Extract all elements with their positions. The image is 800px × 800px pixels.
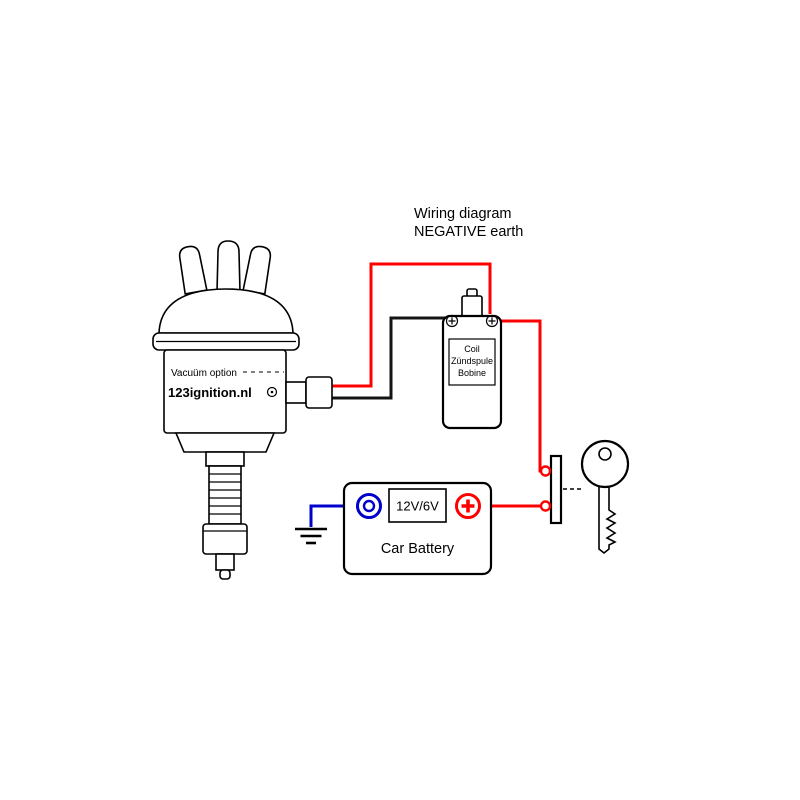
car-battery: 12V/6V Car Battery <box>342 481 493 576</box>
brand-label: 123ignition.nl <box>168 385 252 400</box>
shaft-end <box>215 553 235 571</box>
coil-label-line-1: Coil <box>464 344 480 354</box>
body-screw-icon <box>266 386 278 398</box>
wire-coil-to-ignition-switch <box>496 319 542 473</box>
ignition-coil: Coil Zündspule Bobine <box>441 288 503 430</box>
ground-symbol <box>295 527 327 545</box>
battery-negative-terminal <box>356 493 382 519</box>
switch-terminal-coil-eyelet <box>539 465 552 477</box>
battery-voltage-label: 12V/6V <box>396 499 439 514</box>
coil-body <box>441 314 503 430</box>
battery-negative-terminal-inner <box>362 499 376 513</box>
coil-ht-tower <box>461 295 483 318</box>
wire-distributor-to-coil-positive <box>332 262 492 388</box>
coil-terminal-negative-screw <box>445 314 459 328</box>
shaft-upper <box>205 451 245 467</box>
body-screw-dot <box>270 390 274 394</box>
coil-terminal-negative-cross <box>448 317 456 325</box>
coil-label-plate <box>448 338 496 386</box>
coil-terminal-positive-screw <box>485 314 499 328</box>
wire-distributor-to-coil-negative <box>332 316 447 400</box>
cap-dome <box>158 288 294 334</box>
shaft-collar <box>174 432 276 453</box>
battery-positive-plus-icon <box>461 499 475 513</box>
cap-tower-right <box>242 245 272 295</box>
coil-terminal-positive-cross <box>488 317 496 325</box>
key-head <box>580 439 630 489</box>
shaft-end-pin <box>219 569 231 580</box>
vacuum-option-label: Vacuüm option <box>171 368 237 379</box>
coil-label-line-3: Bobine <box>458 368 486 378</box>
ignition-switch-and-key <box>539 439 630 555</box>
battery-name-label: Car Battery <box>381 541 455 557</box>
key-head-hole <box>598 447 612 461</box>
diagram-title: Wiring diagram NEGATIVE earth <box>414 206 523 240</box>
drive-gear <box>202 523 248 555</box>
connector-neck <box>285 381 307 404</box>
switch-plate <box>549 454 563 525</box>
distributor: Vacuüm option 123ignition.nl <box>152 240 333 580</box>
switch-terminal-battery-eyelet <box>539 500 552 512</box>
connector-grommet <box>305 376 333 409</box>
cap-tower-left <box>178 245 208 295</box>
key-blade <box>598 483 617 555</box>
coil-label-line-2: Zündspule <box>451 356 493 366</box>
title-line-2: NEGATIVE earth <box>414 224 523 240</box>
battery-voltage-plate <box>388 488 447 523</box>
cap-tower-center <box>216 240 241 293</box>
shaft-ribbed-section <box>208 465 242 525</box>
title-line-1: Wiring diagram <box>414 206 512 222</box>
wire-battery-negative-to-ground <box>309 504 358 527</box>
